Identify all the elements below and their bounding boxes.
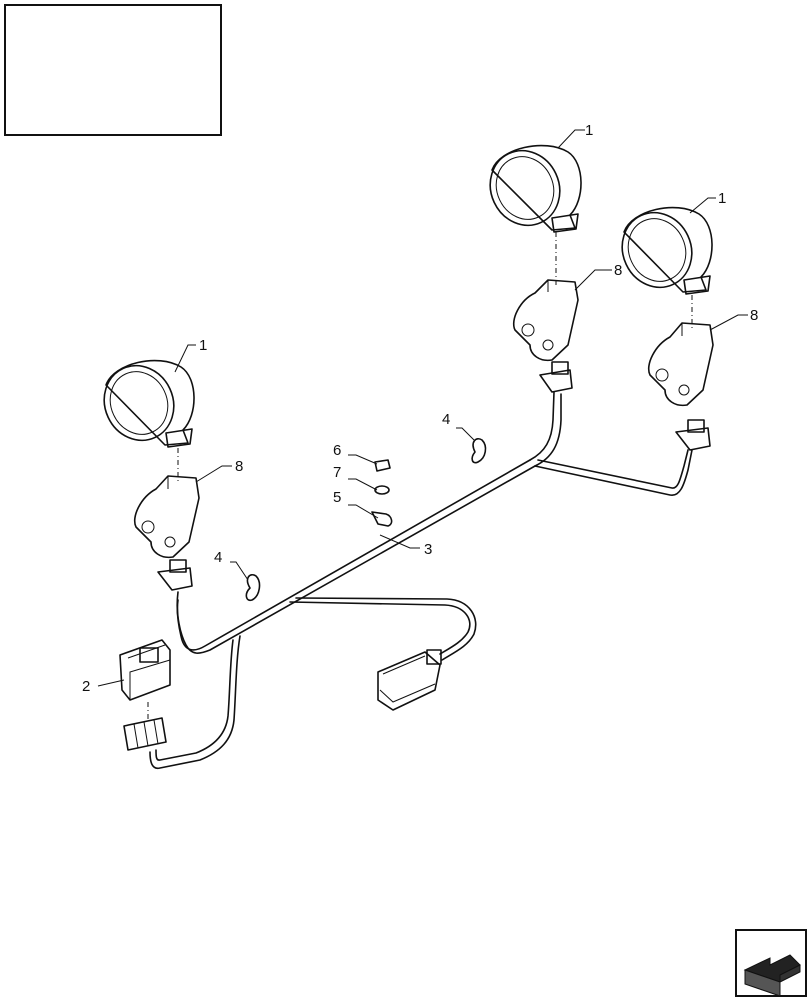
harness-connector (377, 649, 442, 711)
p-clip (371, 511, 393, 527)
callout-clip: 5 (333, 489, 341, 506)
connector-right (675, 419, 711, 451)
callout-bracket-right: 8 (750, 307, 758, 324)
callout-tie-left: 4 (214, 549, 222, 566)
work-lamp-right (621, 206, 713, 295)
work-lamp-top (489, 144, 582, 233)
callout-lamp-right: 1 (718, 190, 726, 207)
connector-top (539, 361, 573, 393)
nut (374, 459, 391, 472)
bracket-left (134, 475, 200, 559)
connector-left (157, 559, 193, 591)
title-frame (4, 4, 222, 136)
callout-tie-center: 4 (442, 411, 450, 428)
arrow-icon[interactable] (735, 929, 807, 997)
callout-harness: 3 (424, 541, 432, 558)
leader-lines (97, 129, 748, 687)
cable-tie-left (245, 573, 261, 602)
callout-washer: 7 (333, 464, 341, 481)
wiring-harness (149, 391, 693, 770)
callout-nut: 6 (333, 442, 341, 459)
callout-bracket-top: 8 (614, 262, 622, 279)
bracket-right (648, 322, 714, 407)
cable-tie-center (471, 437, 487, 464)
washer (374, 485, 390, 495)
bracket-top (513, 279, 579, 362)
rocker-switch (119, 639, 171, 701)
callout-bracket-left: 8 (235, 458, 243, 475)
callout-lamp-left: 1 (199, 337, 207, 354)
callout-switch: 2 (82, 678, 90, 695)
callout-lamp-top: 1 (585, 122, 593, 139)
work-lamp-left (103, 359, 195, 448)
switch-plug (123, 717, 167, 751)
